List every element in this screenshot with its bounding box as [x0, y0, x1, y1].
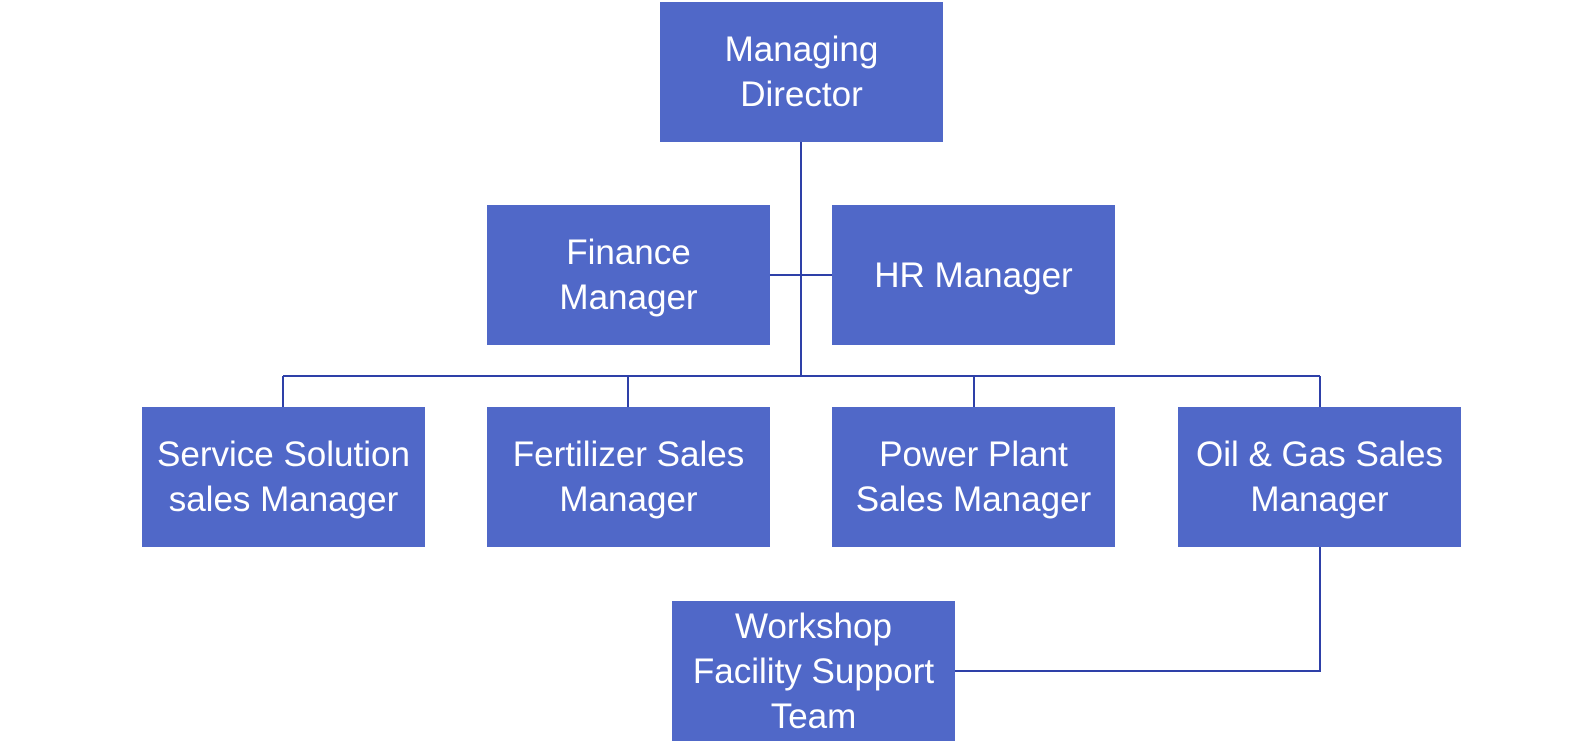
finance-manager-box: Finance Manager	[487, 205, 770, 345]
fertilizer-sales-manager-box: Fertilizer Sales Manager	[487, 407, 770, 547]
hr-manager-box: HR Manager	[832, 205, 1115, 345]
finance-manager-label: Finance Manager	[559, 233, 698, 317]
managing-director-label: Managing Director	[724, 30, 879, 114]
connector-oil-workshop	[955, 547, 1321, 672]
service-solution-manager-box: Service Solution sales Manager	[142, 407, 425, 547]
managing-director-box: Managing Director	[660, 2, 943, 142]
power-plant-sales-manager-label: Power Plant Sales Manager	[855, 435, 1092, 519]
oil-gas-sales-manager-box: Oil & Gas Sales Manager	[1178, 407, 1461, 547]
service-solution-manager-label: Service Solution sales Manager	[157, 435, 410, 519]
power-plant-sales-manager-box: Power Plant Sales Manager	[832, 407, 1115, 547]
oil-gas-sales-manager-label: Oil & Gas Sales Manager	[1195, 435, 1444, 519]
hr-manager-label: HR Manager	[874, 255, 1073, 295]
workshop-facility-support-team-box: Workshop Facility Support Team	[672, 601, 955, 741]
fertilizer-sales-manager-label: Fertilizer Sales Manager	[512, 435, 745, 519]
workshop-facility-support-team-label: Workshop Facility Support Team	[692, 606, 935, 736]
